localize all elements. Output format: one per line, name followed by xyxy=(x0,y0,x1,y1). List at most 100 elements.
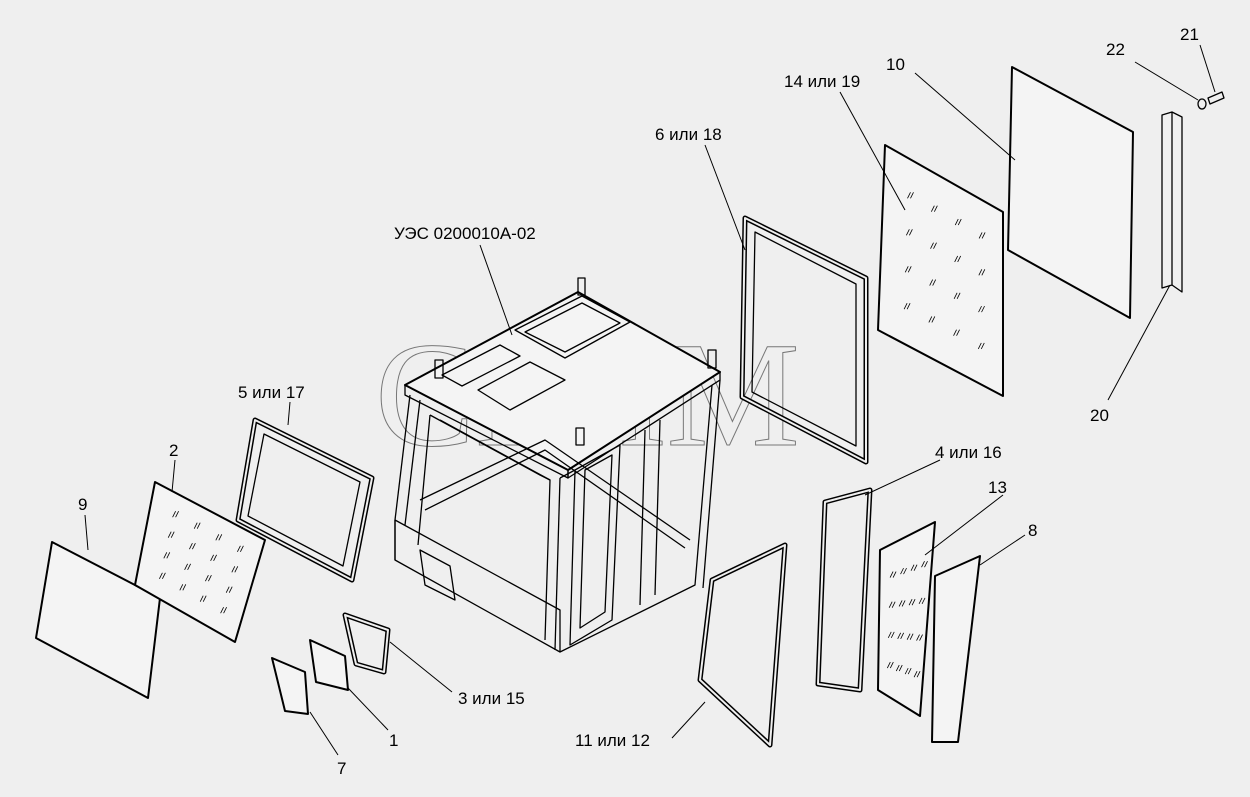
label-5: 5 или 17 xyxy=(238,383,305,402)
glass-hatch-mark xyxy=(213,554,217,561)
glass-hatch-mark xyxy=(977,342,982,350)
part-20-bracket xyxy=(1161,111,1183,293)
glass-hatch-mark xyxy=(913,670,918,678)
part-4-seal-frame xyxy=(815,487,873,693)
glass-hatch-mark xyxy=(907,192,911,199)
part-7-glass xyxy=(271,657,309,715)
glass-hatch-mark xyxy=(891,601,896,608)
glass-hatch-mark xyxy=(928,316,933,323)
part-14-glass xyxy=(877,144,1004,397)
glass-hatch-mark xyxy=(981,305,985,313)
glass-hatch-mark xyxy=(897,632,902,639)
glass-hatch-mark xyxy=(908,598,913,606)
glass-hatch-mark xyxy=(886,661,891,669)
part-9-glass xyxy=(35,541,161,699)
label-14: 14 или 19 xyxy=(784,72,860,91)
glass-hatch-mark xyxy=(904,667,909,675)
label-22: 22 xyxy=(1106,40,1125,59)
label-21: 21 xyxy=(1180,25,1199,44)
glass-hatch-mark xyxy=(202,595,207,602)
glass-hatch-mark xyxy=(240,545,244,553)
glass-hatch-mark xyxy=(887,631,892,639)
glass-hatch-mark xyxy=(906,303,911,310)
glass-hatch-mark xyxy=(981,232,986,239)
label-10: 10 xyxy=(886,55,905,74)
glass-hatch-mark xyxy=(918,597,923,605)
glass-hatch-mark xyxy=(933,242,937,249)
glass-hatch-mark xyxy=(192,543,196,550)
part-13-glass xyxy=(877,521,936,717)
glass-hatch-mark xyxy=(179,584,184,591)
glass-hatch-mark xyxy=(182,584,187,591)
glass-hatch-mark xyxy=(166,552,171,559)
label-4: 4 или 16 xyxy=(935,443,1002,462)
label-1: 1 xyxy=(389,731,398,750)
glass-hatch-mark xyxy=(953,292,958,300)
glass-hatch-mark xyxy=(907,667,912,675)
glass-hatch-mark xyxy=(906,633,911,640)
glass-hatch-mark xyxy=(898,664,903,672)
glass-hatch-mark xyxy=(980,342,985,350)
glass-hatch-mark xyxy=(900,632,905,639)
glass-hatch-mark xyxy=(931,205,935,212)
glass-hatch-mark xyxy=(911,598,916,606)
glass-hatch-mark xyxy=(187,563,191,570)
part-5-seal-frame xyxy=(235,417,375,583)
glass-hatch-mark xyxy=(889,661,894,669)
glass-hatch-mark xyxy=(159,572,163,580)
glass-hatch-mark xyxy=(901,600,906,607)
glass-hatch-mark xyxy=(237,545,241,553)
glass-hatch-mark xyxy=(888,601,893,608)
glass-hatch-mark xyxy=(898,600,903,607)
part-1-glass xyxy=(309,639,349,691)
glass-hatch-mark xyxy=(932,279,937,286)
glass-hatch-mark xyxy=(978,232,983,239)
glass-hatch-mark xyxy=(916,634,920,641)
glass-hatch-mark xyxy=(903,567,907,575)
glass-hatch-mark xyxy=(909,633,914,640)
glass-hatch-mark xyxy=(978,269,983,276)
glass-hatch-mark xyxy=(953,329,957,336)
glass-hatch-mark xyxy=(903,303,908,310)
glass-hatch-mark xyxy=(184,563,188,570)
glass-hatch-mark xyxy=(170,531,175,538)
glass-hatch-mark xyxy=(220,606,224,614)
glass-hatch-mark xyxy=(163,552,168,559)
glass-hatch-mark xyxy=(175,510,179,518)
glass-hatch-mark xyxy=(954,255,959,263)
part-10-glass xyxy=(1007,66,1134,319)
glass-hatch-mark xyxy=(205,575,209,582)
glass-hatch-mark xyxy=(208,575,212,582)
assembly-label: УЭС 0200010А-02 xyxy=(394,224,536,243)
label-6: 6 или 18 xyxy=(655,125,722,144)
glass-hatch-mark xyxy=(907,266,912,273)
glass-hatch-mark xyxy=(906,229,910,236)
glass-hatch-mark xyxy=(889,571,894,578)
glass-hatch-mark xyxy=(981,269,986,276)
part-21-22-bolt-washer xyxy=(1197,91,1225,110)
glass-hatch-mark xyxy=(921,597,926,605)
part-3-seal-frame xyxy=(342,612,391,675)
part-8-glass xyxy=(931,555,981,743)
glass-hatch-mark xyxy=(954,218,959,226)
glass-hatch-mark xyxy=(924,561,928,568)
label-3: 3 или 15 xyxy=(458,689,525,708)
glass-hatch-mark xyxy=(199,595,204,602)
glass-hatch-mark xyxy=(218,534,223,541)
glass-hatch-mark xyxy=(921,561,925,568)
glass-hatch-mark xyxy=(909,229,913,236)
glass-hatch-mark xyxy=(210,554,214,561)
label-2: 2 xyxy=(169,441,178,460)
glass-hatch-mark xyxy=(167,531,172,538)
glass-hatch-mark xyxy=(228,586,233,593)
glass-hatch-mark xyxy=(957,255,962,263)
glass-hatch-mark xyxy=(904,266,909,273)
glass-hatch-mark xyxy=(900,567,904,575)
glass-hatch-mark xyxy=(892,571,897,578)
glass-hatch-mark xyxy=(895,664,900,672)
glass-hatch-mark xyxy=(162,572,166,580)
glass-hatch-mark xyxy=(196,522,201,529)
glass-hatch-mark xyxy=(910,192,914,199)
glass-hatch-mark xyxy=(956,329,960,336)
part-6-seal-frame xyxy=(739,215,869,465)
